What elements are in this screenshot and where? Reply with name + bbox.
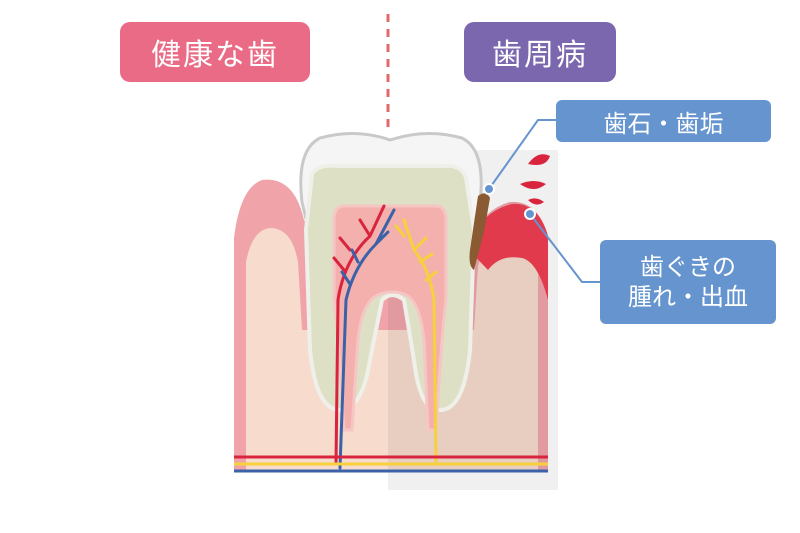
gum-label-line1: 歯ぐきの: [640, 253, 736, 281]
blood-drop-1: [528, 154, 550, 165]
tartar-callout-line: [488, 119, 558, 190]
periodontal-disease-label: 歯周病: [464, 22, 616, 82]
tartar-callout-dot: [483, 183, 495, 195]
vessels: [332, 204, 438, 470]
blood-drop-2: [520, 181, 546, 189]
healthy-tooth-label: 健康な歯: [120, 22, 310, 82]
bottom-vessels: [234, 455, 548, 473]
artery: [332, 204, 386, 466]
tartar: [469, 193, 490, 270]
nerve: [394, 218, 438, 466]
gum-swelling-label: 歯ぐきの 腫れ・出血: [600, 240, 776, 324]
inflamed-gum: [470, 203, 548, 300]
callouts: [488, 119, 602, 283]
tartar-plaque-label: 歯石・歯垢: [556, 100, 771, 142]
gum-callout-line: [529, 213, 602, 283]
blood-drop-3: [528, 198, 544, 205]
gum-callout-dot: [524, 208, 536, 220]
gum-label-line2: 腫れ・出血: [628, 283, 748, 311]
vein: [338, 208, 396, 470]
bone: [246, 228, 538, 470]
